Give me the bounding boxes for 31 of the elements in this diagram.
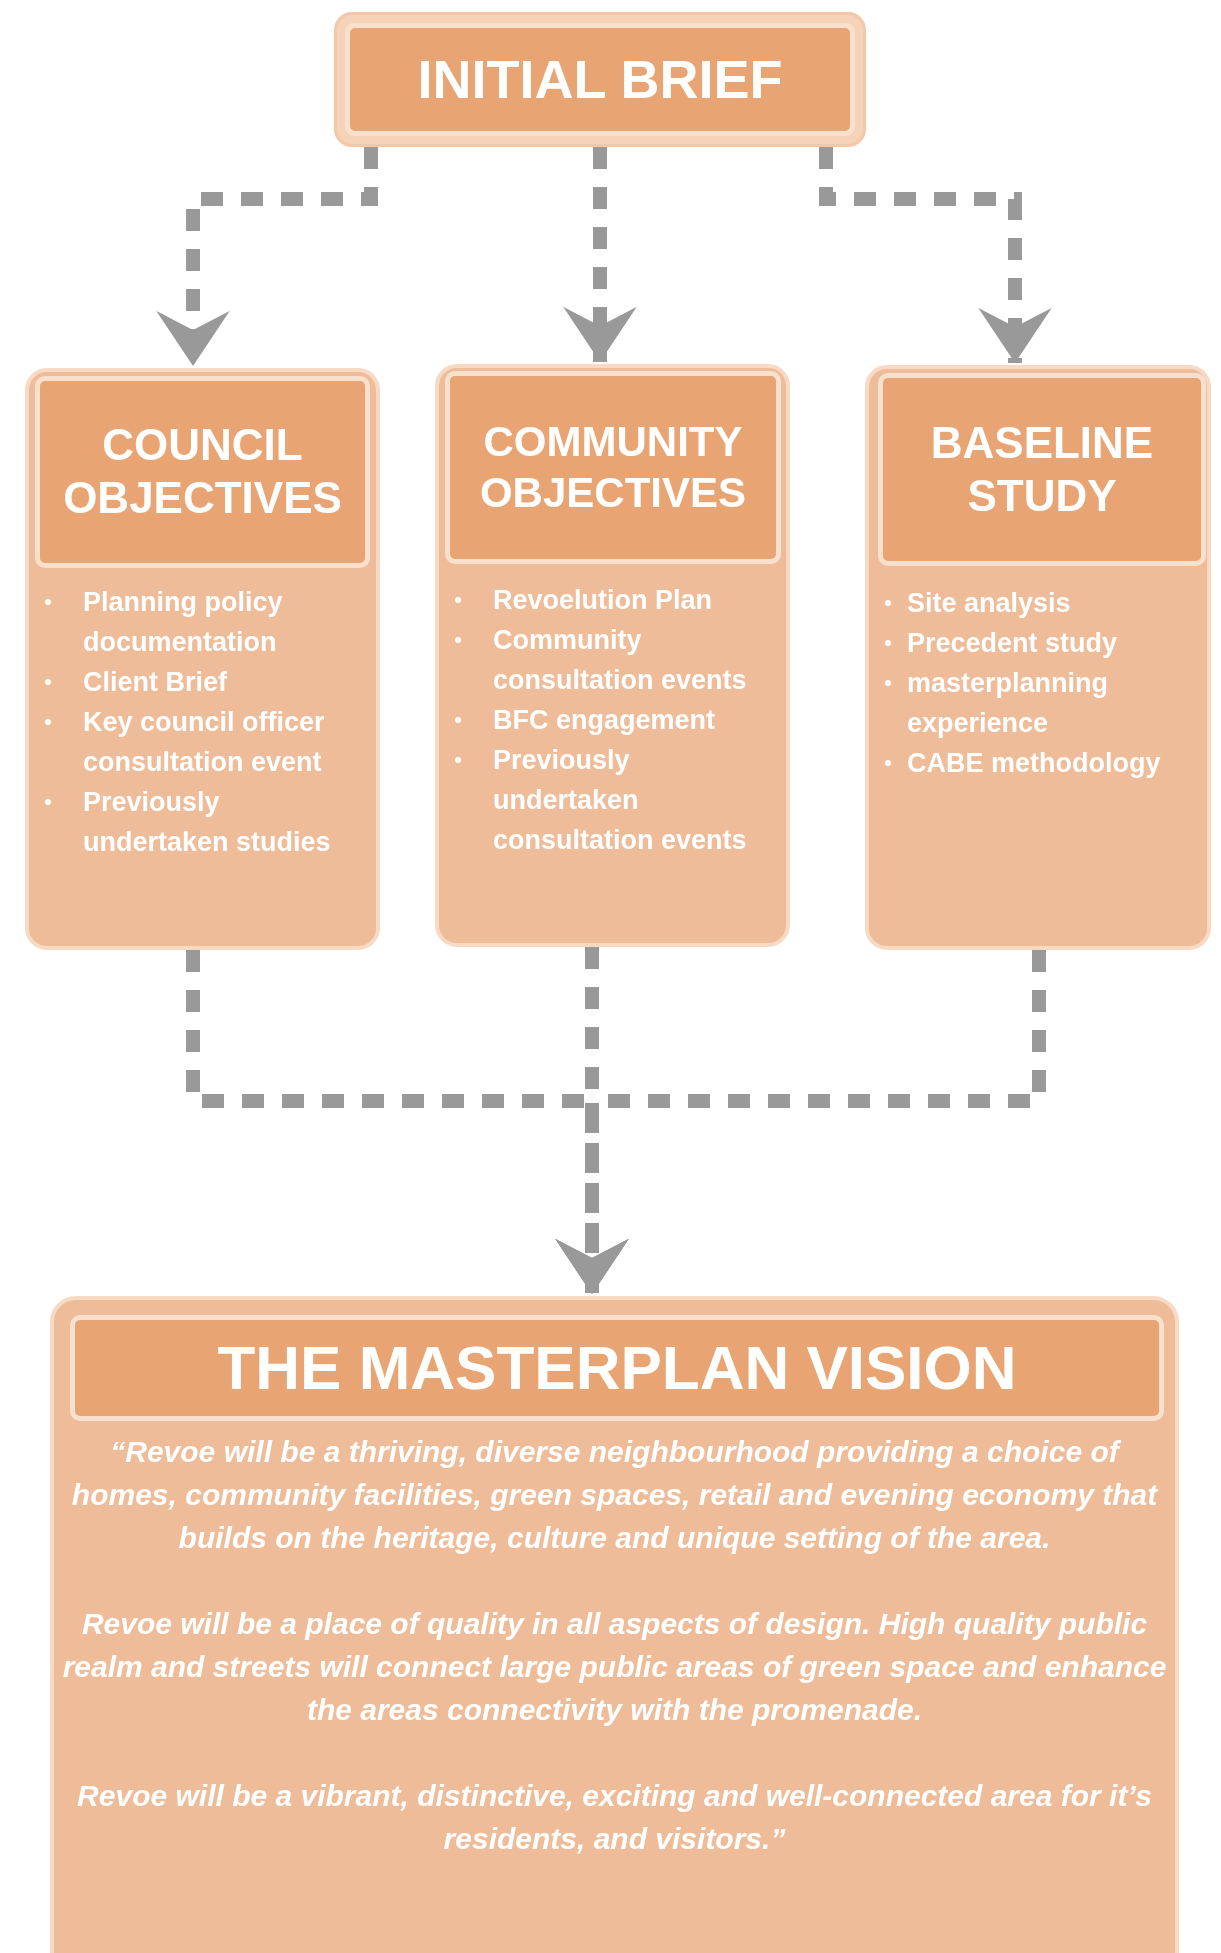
heading: THE MASTERPLAN VISION [217, 1331, 1017, 1404]
vision-card [50, 1296, 1179, 1953]
vision-paragraph: Revoe will be a vibrant, distinctive, exciting and well-connected area for it’s residents, and visitors.” [76, 1778, 1153, 1857]
heading-box [445, 371, 781, 564]
bullet-item: masterplanning experience [869, 663, 1207, 743]
bullet-item: Key council officer consultation event [29, 702, 376, 782]
bullet-item: Precedent study [869, 623, 1207, 663]
vision-paragraph: Revoe will be a place of quality in all aspects of design. High quality public realm and streets will connect large public areas of green space and enhance the areas connectivity with the promenade. [62, 1606, 1167, 1728]
heading-box [35, 376, 370, 568]
heading: INITIAL BRIEF [417, 48, 783, 112]
heading-box [878, 373, 1206, 566]
heading-box [70, 1315, 1164, 1421]
bullet-item: CABE methodology [869, 743, 1207, 783]
bullet-item: Site analysis [869, 583, 1207, 623]
dashed-arrow [563, 147, 637, 362]
content-card [25, 368, 380, 950]
bullet-item: Community consultation events [439, 620, 786, 700]
bullet-item: Previously undertaken studies [29, 782, 376, 862]
content-card [435, 364, 790, 947]
bullet-item: BFC engagement [439, 700, 786, 740]
dashed-arrow [555, 950, 1046, 1294]
heading: COUNCIL OBJECTIVES [62, 419, 343, 524]
heading: BASELINE STUDY [929, 416, 1155, 522]
bullet-item: Revoelution Plan [439, 580, 786, 620]
content-card [865, 365, 1211, 950]
bullet-item: Planning policy documentation [29, 582, 376, 662]
bullet-item: Previously undertaken consultation events [439, 740, 786, 860]
vision-paragraph: “Revoe will be a thriving, diverse neighbourhood providing a choice of homes, community facilities, green spaces, retail and evening economy that builds on the heritage, culture and unique setting of the area. [70, 1434, 1160, 1556]
title-box [334, 12, 866, 147]
heading: COMMUNITY OBJECTIVES [478, 417, 748, 518]
bullet-item: Client Brief [29, 662, 376, 702]
